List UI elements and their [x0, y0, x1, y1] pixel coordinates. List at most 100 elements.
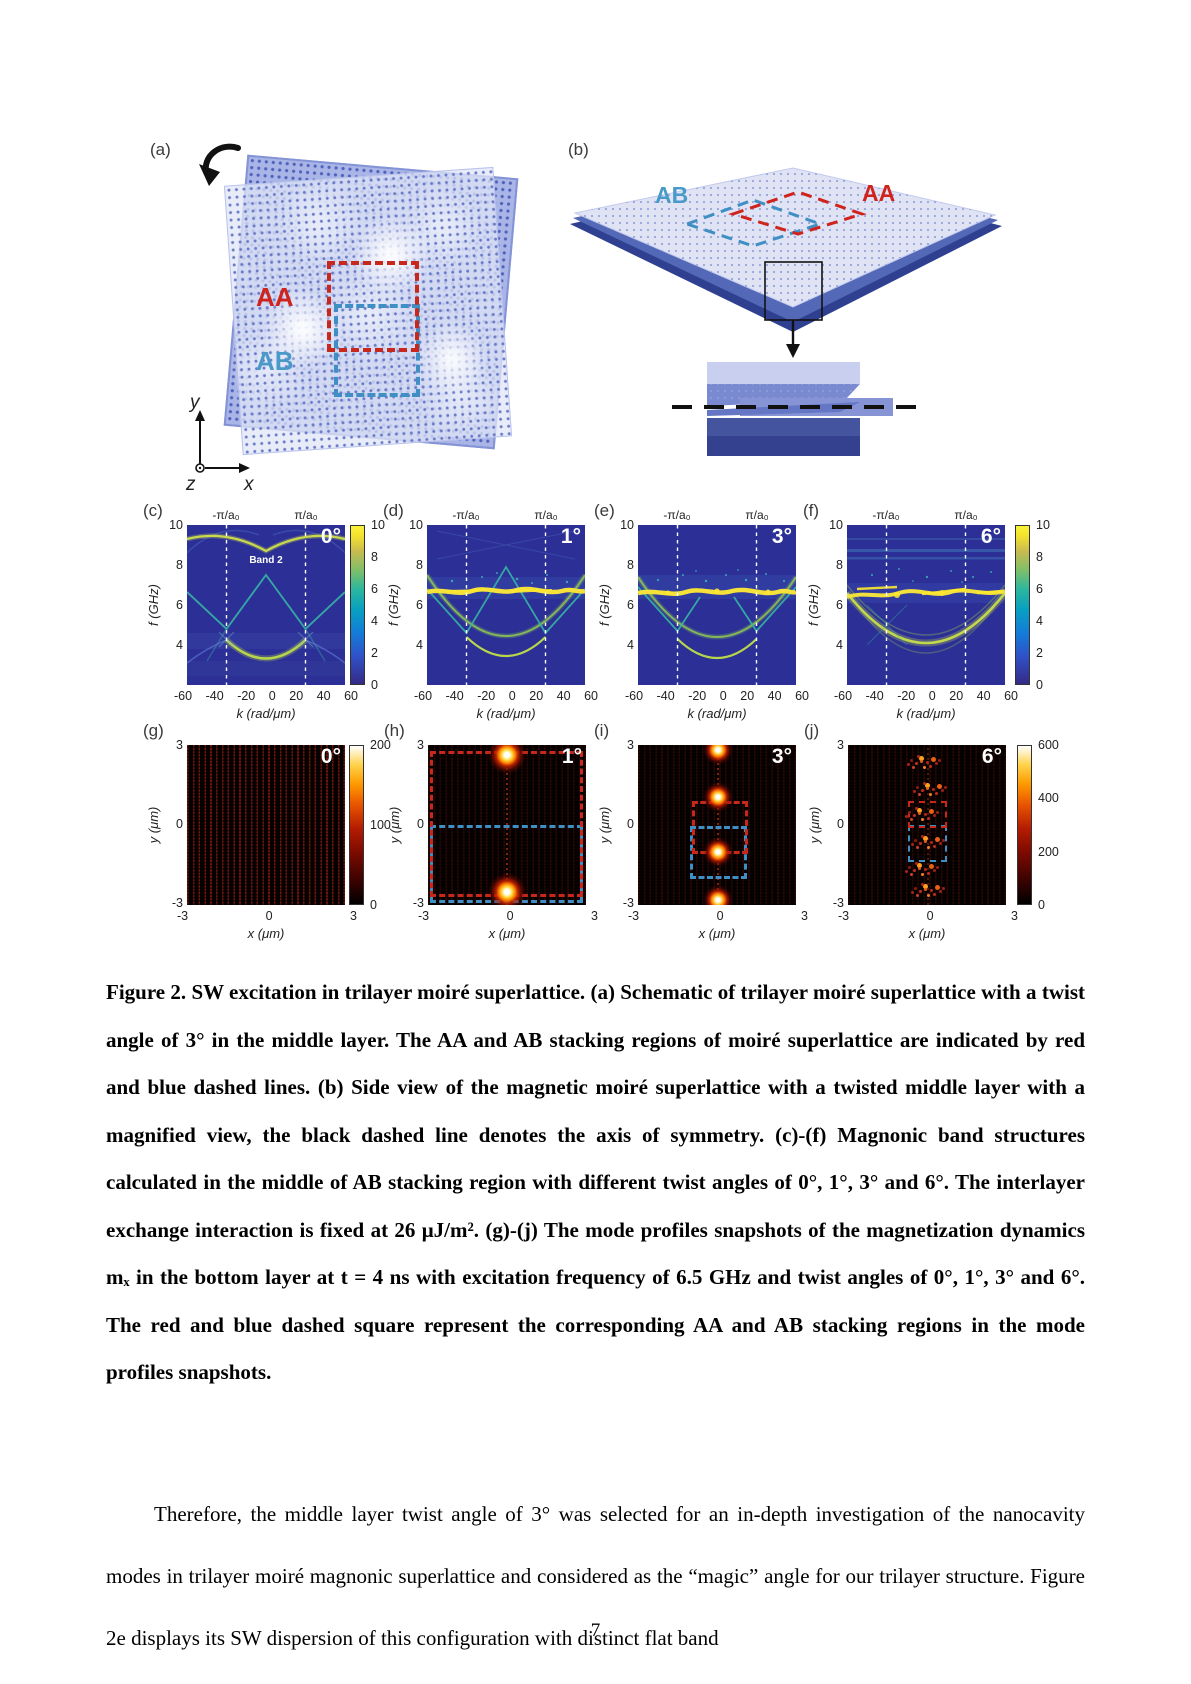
- axis-tick: 40: [316, 689, 331, 703]
- mode-ylabel: y (μm): [387, 806, 402, 844]
- mode-profile-plot-g: 0°: [187, 745, 345, 905]
- panel-j-label: (j): [804, 721, 820, 740]
- axis-tick: 8: [627, 558, 634, 572]
- axis-tick: 20: [740, 689, 755, 703]
- colorbar-tick: 8: [371, 550, 378, 564]
- axis-tick: -20: [477, 689, 496, 703]
- axis-tick: 40: [767, 689, 782, 703]
- axis-tick: 8: [836, 558, 843, 572]
- mode-ylabel: y (μm): [597, 806, 612, 844]
- axis-tick: 60: [344, 689, 358, 703]
- axis-tick: 8: [416, 558, 423, 572]
- colorbar-tick: 0: [370, 898, 377, 912]
- axis-tick: -3: [832, 896, 844, 910]
- twist-angle-badge: 3°: [771, 525, 792, 548]
- aa-label-b: AA: [862, 180, 896, 206]
- brillouin-tick-right: π/a₀: [534, 508, 558, 522]
- axis-tick: 10: [409, 518, 423, 532]
- mode-xlabel: x (μm): [488, 926, 526, 941]
- axis-tick: 0: [176, 817, 183, 831]
- colorbar-tick: 200: [370, 738, 391, 752]
- brillouin-tick-left: -π/a₀: [452, 508, 480, 522]
- excitation-hotspot: [487, 872, 527, 905]
- excitation-hotspot: [703, 782, 733, 812]
- axis-tick: 3: [176, 738, 183, 752]
- axis-tick: 3: [627, 738, 634, 752]
- axis-tick: 40: [976, 689, 991, 703]
- mode-profile-plot-i: 3°: [638, 745, 796, 905]
- axis-tick: -40: [205, 689, 224, 703]
- mode-speckle-cluster: [924, 840, 927, 843]
- colorbar-tick: 6: [1036, 582, 1043, 596]
- band-structure-plot-f: 6°: [847, 525, 1005, 685]
- colorbar-mode-g: [349, 745, 364, 905]
- mode-profile-plot-h: 1°: [428, 745, 586, 905]
- band2-annotation: Band 2: [249, 555, 283, 566]
- panel-f-label: (f): [803, 501, 820, 520]
- mode-ylabel: y (μm): [807, 806, 822, 844]
- axis-x-label: x: [244, 474, 254, 495]
- colorbar-band-f: [1015, 525, 1030, 685]
- figure-caption: Figure 2. SW excitation in trilayer moir…: [106, 980, 1085, 1384]
- colorbar-tick: 10: [371, 518, 385, 532]
- colorbar-mode-j: [1017, 745, 1032, 905]
- axis-tick: -60: [174, 689, 193, 703]
- axis-tick: 0: [417, 817, 424, 831]
- colorbar-tick: 2: [371, 646, 378, 660]
- axis-tick: 0: [508, 689, 516, 703]
- colorbar-tick: 8: [1036, 550, 1043, 564]
- axis-tick: -60: [834, 689, 853, 703]
- panel-d-label: (d): [383, 501, 404, 520]
- axis-tick: 6: [836, 598, 843, 612]
- axis-tick: -3: [418, 909, 430, 923]
- band-xlabel: k (rad/μm): [896, 706, 956, 721]
- axis-tick: 3: [801, 909, 808, 923]
- mode-speckle-cluster: [918, 867, 921, 870]
- excitation-hotspot: [487, 745, 527, 775]
- mode-ylabel: y (μm): [146, 806, 161, 844]
- axis-tick: 10: [169, 518, 183, 532]
- axis-tick: -60: [625, 689, 644, 703]
- axis-tick: 6: [176, 598, 183, 612]
- band-ylabel: f (GHz): [806, 584, 821, 626]
- axis-z-label: z: [186, 474, 196, 495]
- aa-region-dashed-square-j: [908, 801, 947, 828]
- axis-tick: 20: [289, 689, 304, 703]
- twist-angle-badge: 1°: [560, 525, 581, 548]
- brillouin-tick-right: π/a₀: [954, 508, 978, 522]
- ab-label-b: AB: [655, 182, 689, 208]
- axis-tick: 6: [416, 598, 423, 612]
- axis-tick: -3: [412, 896, 424, 910]
- brillouin-tick-right: π/a₀: [294, 508, 318, 522]
- axis-tick: 3: [591, 909, 598, 923]
- axis-tick: -40: [656, 689, 675, 703]
- axis-tick: 0: [627, 817, 634, 831]
- axis-tick: 60: [584, 689, 598, 703]
- axis-tick: -3: [838, 909, 850, 923]
- twist-angle-badge: 6°: [981, 745, 1002, 768]
- excitation-hotspot: [703, 885, 733, 905]
- colorbar-tick: 0: [1038, 897, 1045, 912]
- axis-tick: -40: [865, 689, 884, 703]
- mode-profile-plot-j: 6°: [848, 745, 1006, 905]
- excitation-hotspot: [703, 837, 733, 867]
- axis-tick: -20: [688, 689, 707, 703]
